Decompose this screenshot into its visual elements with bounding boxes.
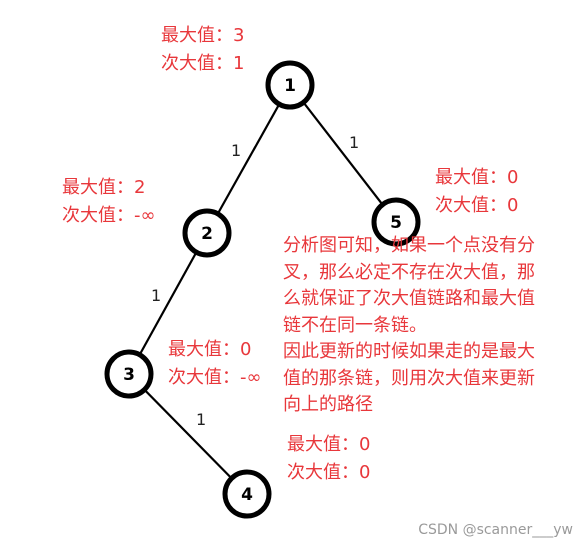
node-label: 5 xyxy=(390,213,402,233)
second-max-value-label: 次大值：-∞ xyxy=(62,205,156,226)
second-max-value-label: 次大值：0 xyxy=(435,195,519,216)
node-3: 3 xyxy=(104,349,154,399)
max-value-label: 最大值：2 xyxy=(62,177,146,198)
second-max-value-label: 次大值：0 xyxy=(287,462,371,483)
node-label: 4 xyxy=(241,485,253,505)
node-circle xyxy=(182,208,232,258)
node-1: 1 xyxy=(265,60,315,110)
edge-weight-3-4: 1 xyxy=(196,410,206,429)
max-value-label: 最大值：0 xyxy=(287,434,371,455)
node-label: 1 xyxy=(284,76,296,96)
note-line: 分析图可知，如果一个点没有分 xyxy=(283,235,535,256)
max-value-label: 最大值：0 xyxy=(435,167,519,188)
watermark: CSDN @scanner___yw xyxy=(418,522,573,538)
node-4: 4 xyxy=(222,469,272,519)
edge-weight-1-2: 1 xyxy=(231,141,241,160)
second-max-value-label: 次大值：-∞ xyxy=(168,367,262,388)
weights-layer: 1 1 1 1 xyxy=(151,133,359,429)
node-2-annotation: 最大值：2 次大值：-∞ xyxy=(62,174,156,230)
node-label: 2 xyxy=(201,224,213,244)
edge-3-4 xyxy=(128,373,248,495)
node-1-annotation: 最大值：3 次大值：1 xyxy=(161,22,244,78)
node-2: 2 xyxy=(182,208,232,258)
note-line: 因此更新的时候如果走的是最大 xyxy=(283,341,535,362)
nodes-layer: 1 2 3 4 5 xyxy=(104,60,421,519)
max-value-label: 最大值：0 xyxy=(168,339,252,360)
node-circle xyxy=(222,469,272,519)
node-circle xyxy=(371,197,421,247)
node-4-annotation: 最大值：0 次大值：0 xyxy=(287,431,370,487)
edge-1-2 xyxy=(206,84,291,234)
node-circle xyxy=(265,60,315,110)
note-line: 向上的路径 xyxy=(283,394,373,415)
edge-weight-2-3: 1 xyxy=(151,286,161,305)
node-5: 5 xyxy=(371,197,421,247)
note-line: 链不在同一条链。 xyxy=(283,314,427,336)
note-line: 值的那条链，则用次大值来更新 xyxy=(283,367,535,389)
node-5-annotation: 最大值：0 次大值：0 xyxy=(435,164,518,220)
second-max-value-label: 次大值：1 xyxy=(161,53,245,74)
max-value-label: 最大值：3 xyxy=(161,25,245,46)
node-label: 3 xyxy=(123,365,135,385)
edge-1-5 xyxy=(289,84,397,223)
edge-weight-1-5: 1 xyxy=(349,133,359,152)
note-line: 叉，那么必定不存在次大值，那 xyxy=(283,261,535,283)
node-circle xyxy=(104,349,154,399)
edges-layer xyxy=(128,84,397,495)
note-line: 么就保证了次大值链路和最大值 xyxy=(283,288,535,309)
analysis-note: 分析图可知，如果一个点没有分 叉，那么必定不存在次大值，那 么就保证了次大值链路… xyxy=(283,233,565,419)
node-3-annotation: 最大值：0 次大值：-∞ xyxy=(168,336,262,392)
edge-2-3 xyxy=(128,232,208,375)
